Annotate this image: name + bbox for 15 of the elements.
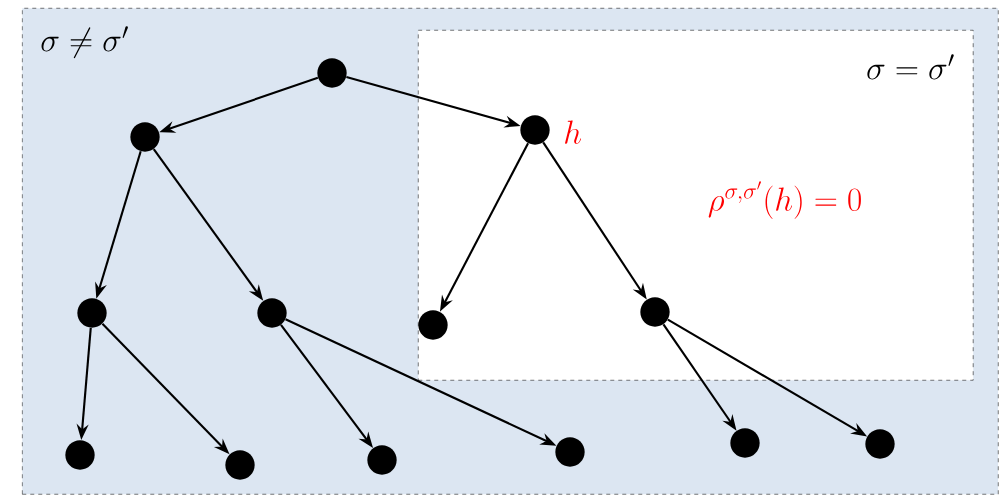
tree-node bbox=[367, 445, 397, 475]
formula-label: $\rho^{\sigma,\sigma'}(h) = 0$ bbox=[708, 181, 861, 219]
tree-node bbox=[520, 115, 550, 145]
tree-node bbox=[130, 122, 160, 152]
tree-node bbox=[77, 298, 107, 328]
tree-node bbox=[225, 450, 255, 480]
tree-node bbox=[640, 297, 670, 327]
tree-node bbox=[257, 298, 287, 328]
tree-node bbox=[317, 58, 347, 88]
node-label: $h$ bbox=[565, 120, 581, 144]
tree-node bbox=[65, 440, 95, 470]
tree-node bbox=[555, 437, 585, 467]
tree-node bbox=[730, 428, 760, 458]
tree-node bbox=[418, 310, 448, 340]
tree-node bbox=[865, 429, 895, 459]
